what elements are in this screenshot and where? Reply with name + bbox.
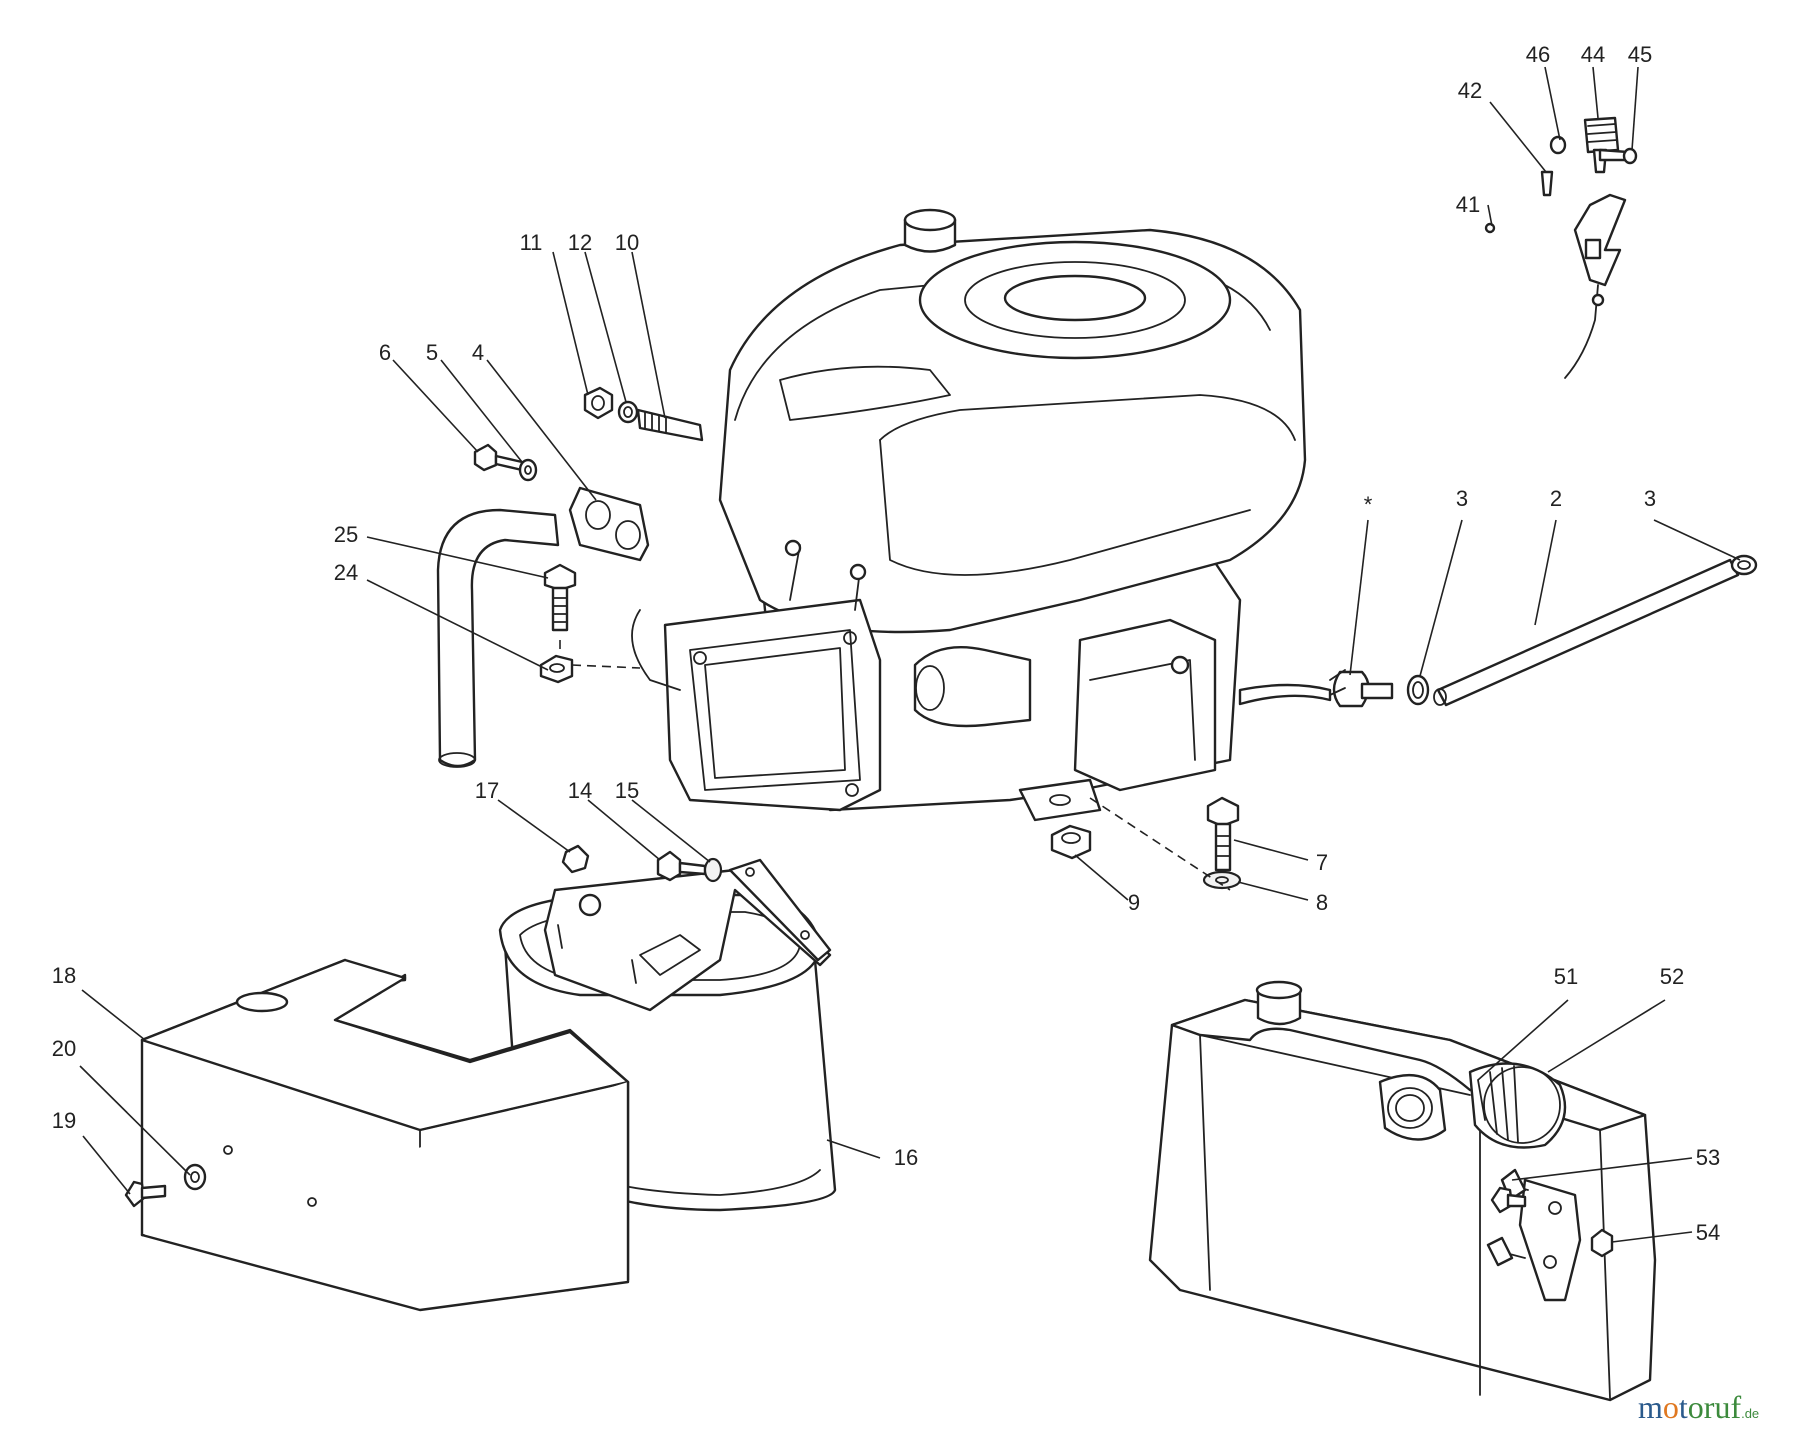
callout-54: 54 xyxy=(1696,1220,1720,1245)
washer-15 xyxy=(703,857,723,883)
watermark-t: t xyxy=(1679,1389,1688,1425)
bolt-6 xyxy=(473,443,524,472)
bracket-53 xyxy=(1486,1168,1582,1302)
washer-8 xyxy=(1202,870,1242,890)
washer-5 xyxy=(518,458,538,482)
bolt-53 xyxy=(1490,1186,1527,1214)
screw-45 xyxy=(1598,147,1638,165)
callout-20: 20 xyxy=(52,1036,76,1061)
watermark-m: m xyxy=(1638,1389,1663,1425)
callout-19: 19 xyxy=(52,1108,76,1133)
stud-10 xyxy=(636,408,704,442)
nut-46 xyxy=(1549,135,1567,155)
screw-42 xyxy=(1540,170,1554,197)
nut-54 xyxy=(1590,1228,1614,1258)
callout-star: * xyxy=(1364,492,1373,517)
callout-9: 9 xyxy=(1128,890,1140,915)
throttle-control xyxy=(1564,193,1627,379)
callout-53: 53 xyxy=(1696,1145,1720,1170)
callout-5: 5 xyxy=(426,340,438,365)
callout-10: 10 xyxy=(615,230,639,255)
callout-45: 45 xyxy=(1628,42,1652,67)
nut-9 xyxy=(1050,824,1092,860)
bolt-7 xyxy=(1206,796,1240,872)
callout-12: 12 xyxy=(568,230,592,255)
watermark-rest: oruf xyxy=(1688,1389,1742,1425)
clip-17 xyxy=(561,844,590,874)
washer-12 xyxy=(617,400,639,424)
watermark-o: o xyxy=(1663,1389,1679,1425)
callout-3a: 3 xyxy=(1456,486,1468,511)
fuel-filter xyxy=(1238,669,1394,708)
bolt-14 xyxy=(656,850,707,882)
washer-20 xyxy=(183,1163,207,1191)
bolt-19 xyxy=(124,1180,167,1208)
assembly-line-7 xyxy=(1089,797,1231,891)
watermark-logo: motoruf.de xyxy=(1638,1389,1759,1425)
callout-2: 2 xyxy=(1550,486,1562,511)
nut-24 xyxy=(539,654,574,684)
trunnion-44 xyxy=(1583,116,1620,174)
callout-3b: 3 xyxy=(1644,486,1656,511)
bolt-25 xyxy=(543,563,577,632)
callout-25: 25 xyxy=(334,522,358,547)
callout-42: 42 xyxy=(1458,78,1482,103)
callout-17: 17 xyxy=(475,778,499,803)
cover-18 xyxy=(140,958,630,1312)
callout-16: 16 xyxy=(894,1145,918,1170)
fuel-line-2 xyxy=(1433,558,1740,707)
gasket-4 xyxy=(568,486,650,562)
watermark-tld: .de xyxy=(1741,1406,1759,1421)
callout-51: 51 xyxy=(1554,964,1578,989)
callout-7: 7 xyxy=(1316,850,1328,875)
fuel-tank xyxy=(1148,980,1657,1402)
callout-6: 6 xyxy=(379,340,391,365)
callout-11: 11 xyxy=(520,230,543,255)
callout-24: 24 xyxy=(334,560,358,585)
engine xyxy=(631,208,1307,822)
leader-lines xyxy=(79,66,1741,1243)
callout-8: 8 xyxy=(1316,890,1328,915)
hose-clamp-3 xyxy=(1406,554,1758,706)
nut-11 xyxy=(583,386,614,420)
callout-18: 18 xyxy=(52,963,76,988)
callout-41: 41 xyxy=(1456,192,1480,217)
exhaust-pipe xyxy=(436,508,560,768)
callout-46: 46 xyxy=(1526,42,1550,67)
callout-15: 15 xyxy=(615,778,639,803)
callout-4: 4 xyxy=(472,340,484,365)
callout-labels: 46 44 45 42 41 11 12 10 6 5 4 25 24 * 3 … xyxy=(52,42,1720,1245)
cap-52 xyxy=(1468,1062,1567,1149)
bracket-15 xyxy=(543,858,832,1012)
svg-text:motoruf.de: motoruf.de xyxy=(1638,1389,1759,1425)
callout-14: 14 xyxy=(568,778,592,803)
callout-52: 52 xyxy=(1660,964,1684,989)
screw-41 xyxy=(1484,222,1496,234)
callout-44: 44 xyxy=(1581,42,1605,67)
assembly-line-24 xyxy=(559,640,641,669)
